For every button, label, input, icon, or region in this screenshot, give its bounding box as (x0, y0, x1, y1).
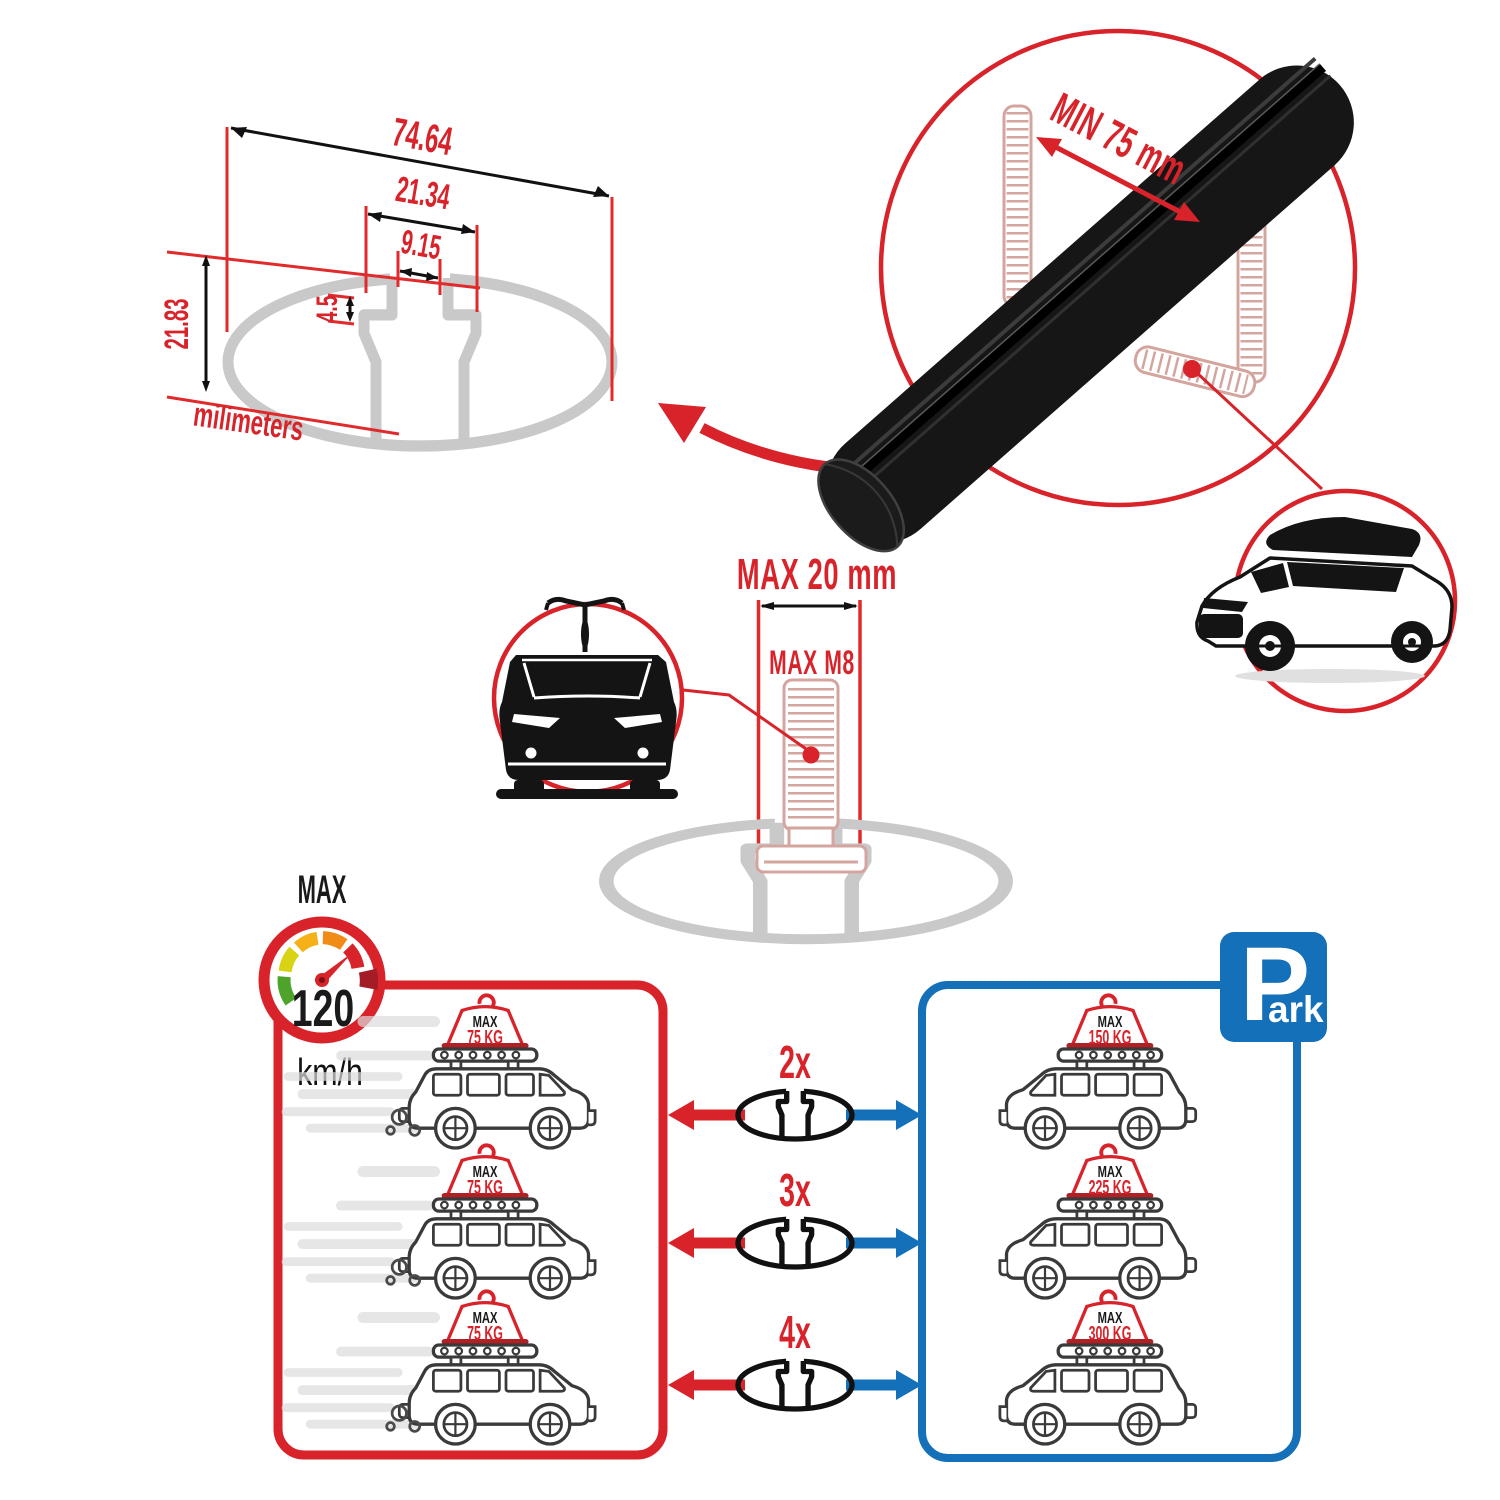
bike-icon (544, 596, 626, 652)
driving-box (273, 980, 668, 1460)
driving-car-2: MAX 75 KG (286, 1145, 595, 1298)
units-label: milimeters (191, 396, 306, 449)
tent-max-label: MAX (1098, 1162, 1124, 1181)
crossbar-detail-circle: MIN 75 mm (817, 28, 1358, 553)
dim-slot-width: 9.15 (398, 223, 444, 267)
tent-max-label: MAX (473, 1162, 499, 1181)
multiplier-label: 3x (779, 1165, 811, 1217)
max-thread-label: MAX M8 (769, 643, 855, 681)
dim-lip-depth: 4.5 (311, 295, 344, 322)
driving-car-3: MAX 75 KG (286, 1291, 595, 1444)
speed-value: 120 (292, 979, 354, 1038)
car-front-icon (496, 655, 678, 799)
comparison-section: MAX 120 km/h P ark 2x 3x (258, 867, 1327, 1462)
park-sign-p: P (1240, 926, 1310, 1043)
tent-weight-label: 75 KG (467, 1026, 503, 1049)
tent-max-label: MAX (473, 1012, 499, 1031)
park-sign: P ark (1220, 926, 1327, 1043)
dim-total-height: 21.83 (158, 298, 196, 349)
row-2x: 2x (668, 1037, 922, 1140)
tent-max-label: MAX (473, 1308, 499, 1327)
dim-cavity-width: 21.34 (393, 169, 453, 218)
multiplier-label: 2x (779, 1037, 811, 1089)
multiplier-label: 4x (779, 1307, 811, 1359)
suv-art (1195, 517, 1454, 683)
parked-car-1: MAX 150 KG (1000, 995, 1196, 1148)
min-clamp-arrow (1036, 137, 1200, 222)
tent-weight-label: 75 KG (467, 1176, 503, 1199)
tent-max-label: MAX (1098, 1012, 1124, 1031)
crossbar-cross-section-drawing: 74.64 21.34 9.15 4.5 21.83 milimeters (158, 109, 614, 449)
tent-weight-label: 300 KG (1089, 1322, 1132, 1345)
tent-max-label: MAX (1098, 1308, 1124, 1327)
speed-max-label: MAX (298, 867, 347, 912)
parking-box (918, 981, 1301, 1462)
car-front-circle (491, 596, 685, 799)
parked-car-2: MAX 225 KG (1000, 1145, 1196, 1298)
tent-weight-label: 75 KG (467, 1322, 503, 1345)
tbolt-diagram: MAX 20 mm MAX M8 (491, 549, 1007, 941)
park-sign-ark: ark (1268, 989, 1324, 1030)
driving-car-1: MAX 75 KG (286, 995, 595, 1148)
tent-weight-label: 225 KG (1089, 1176, 1132, 1199)
dim-total-width: 74.64 (389, 109, 457, 164)
crossbar-3d (817, 57, 1354, 553)
suv-roofbox-circle (1195, 488, 1458, 714)
row-4x: 4x (668, 1307, 922, 1410)
row-3x: 3x (668, 1165, 922, 1268)
max-width-label: MAX 20 mm (737, 549, 897, 598)
parked-car-3: MAX 300 KG (1000, 1291, 1196, 1444)
tent-weight-label: 150 KG (1089, 1026, 1132, 1049)
